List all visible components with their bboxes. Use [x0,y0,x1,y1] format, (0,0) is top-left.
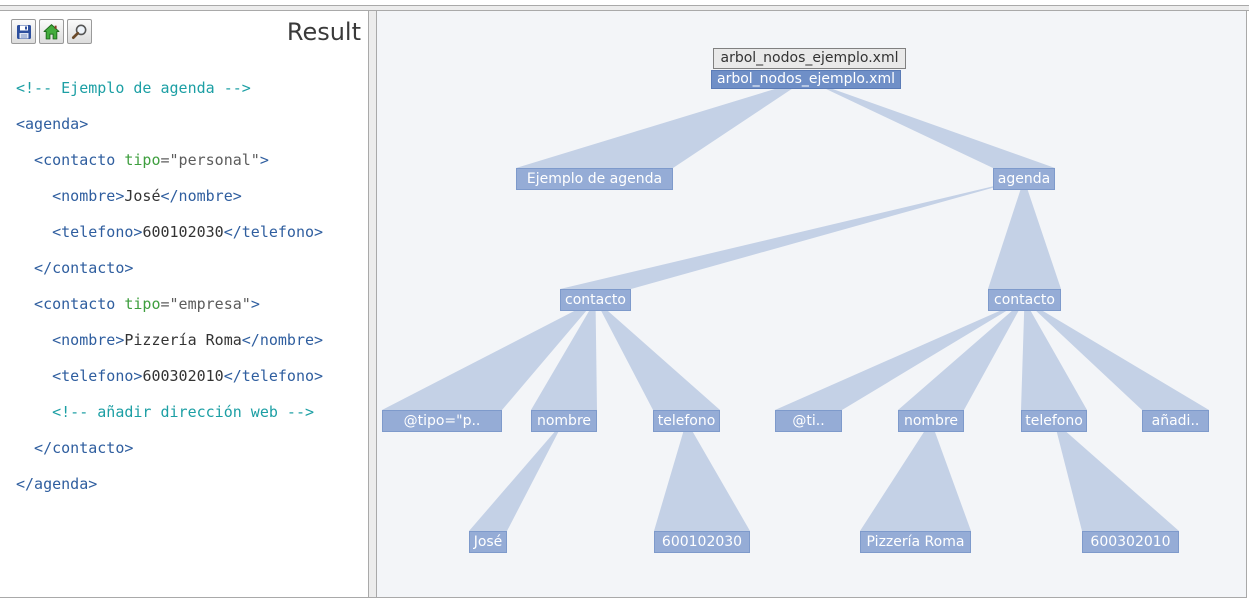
tree-edge [1024,300,1209,410]
tree-edge [860,421,971,531]
xml-code-view[interactable]: <!-- Ejemplo de agenda --> <agenda> <con… [16,61,323,529]
code-attribute-name: tipo [124,151,161,169]
tree-node-root[interactable]: arbol_nodos_ejemplo.xml [711,70,901,89]
tree-node-telefono[interactable]: telefono [1021,410,1087,432]
search-icon [71,24,87,40]
home-button[interactable] [39,19,64,44]
tree-edge [898,300,1025,410]
code-line: </agenda> [16,475,323,493]
code-text: Pizzería Roma [124,331,242,349]
code-line: <telefono>600102030</telefono> [16,223,323,241]
tree-node-contacto[interactable]: contacto [988,289,1061,311]
code-text: 600102030 [142,223,224,241]
tree-node-attribute[interactable]: @tipo="p.. [382,410,502,432]
code-tag: </nombre> [160,187,242,205]
code-line: </contacto> [16,439,323,457]
code-line: <contacto tipo="empresa"> [16,295,323,313]
tree-node-agenda[interactable]: agenda [993,168,1055,190]
tree-edge [516,79,806,168]
code-tag: </telefono> [223,367,324,385]
tree-node-attribute[interactable]: @ti.. [775,410,842,432]
code-tag: </telefono> [223,223,324,241]
code-tag: <contacto [16,295,125,313]
tree-node-nombre[interactable]: nombre [531,410,597,432]
xml-source-panel: Result <!-- Ejemplo de agenda --> <agend… [0,11,369,598]
code-comment: <!-- añadir dirección web --> [16,403,315,421]
code-tag: </contacto> [16,439,134,457]
code-text: 600302010 [142,367,224,385]
tree-node-comment[interactable]: añadi.. [1142,410,1209,432]
tree-edge [1021,300,1087,410]
tree-node-text[interactable]: 600302010 [1082,531,1179,553]
code-tag: </agenda> [16,475,98,493]
root-tooltip: arbol_nodos_ejemplo.xml [713,48,906,69]
panel-splitter[interactable] [369,11,376,598]
tree-node-contacto[interactable]: contacto [560,289,631,311]
code-tag: <nombre> [16,187,125,205]
code-tag: <contacto [16,151,125,169]
code-tag: </contacto> [16,259,134,277]
code-attribute-value: ="empresa" [160,295,251,313]
tree-edge [654,421,750,531]
code-text: José [124,187,161,205]
tree-edge [775,300,1025,410]
code-line: <!-- Ejemplo de agenda --> [16,79,323,97]
home-icon [43,24,60,40]
code-line: <nombre>Pizzería Roma</nombre> [16,331,323,349]
code-attribute-value: ="personal" [160,151,260,169]
tree-edges [382,79,1209,531]
code-tag: <telefono> [16,223,143,241]
tree-edge [988,179,1061,289]
top-border-strip [0,5,1249,11]
code-line: <telefono>600302010</telefono> [16,367,323,385]
tree-node-text[interactable]: Pizzería Roma [860,531,971,553]
code-tag: > [250,295,260,313]
code-line: <nombre>José</nombre> [16,187,323,205]
tree-edge [806,79,1055,168]
code-tag: > [259,151,269,169]
tree-node-text[interactable]: José [469,531,507,553]
tree-view-panel[interactable]: arbol_nodos_ejemplo.xml arbol_nodos_ejem… [376,11,1247,598]
tree-node-nombre[interactable]: nombre [898,410,964,432]
tree-node-text[interactable]: 600102030 [654,531,750,553]
code-line: </contacto> [16,259,323,277]
search-button[interactable] [67,19,92,44]
tree-node-telefono[interactable]: telefono [653,410,720,432]
save-icon [16,24,31,39]
code-line: <contacto tipo="personal"> [16,151,323,169]
tree-node-comment[interactable]: Ejemplo de agenda [516,168,673,190]
code-line: <!-- añadir dirección web --> [16,403,323,421]
code-tag: <telefono> [16,367,143,385]
code-tag: <nombre> [16,331,125,349]
tree-edge [1054,421,1179,531]
tree-edge [595,300,720,410]
code-line: <agenda> [16,115,323,133]
code-attribute-name: tipo [124,295,161,313]
code-comment: <!-- Ejemplo de agenda --> [16,79,251,97]
tree-edge [469,421,564,531]
tree-edge [382,300,596,410]
tree-edge [531,300,597,410]
tree-edge [560,179,1024,289]
panel-title: Result [286,18,361,46]
save-button[interactable] [11,19,36,44]
code-tag: </nombre> [241,331,324,349]
code-tag: <agenda> [16,115,89,133]
